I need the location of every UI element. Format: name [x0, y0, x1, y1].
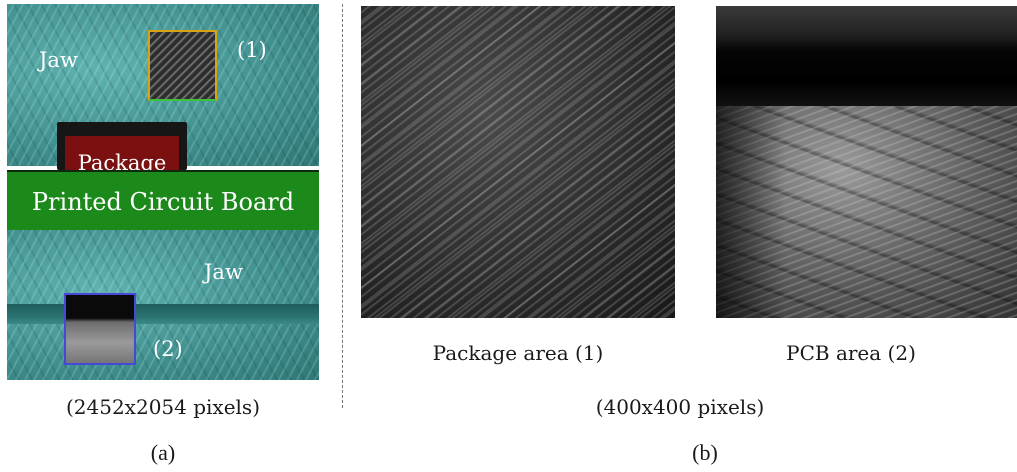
roi-1-box [148, 30, 217, 101]
roi-1-label: (1) [237, 38, 267, 62]
pcb-label: Printed Circuit Board [31, 188, 295, 216]
panel-b-size-caption: (400x400 pixels) [595, 395, 765, 419]
roi-2-box [64, 293, 136, 365]
package-area-image [361, 6, 675, 318]
jaw-top-region: Jaw (1) [7, 4, 319, 166]
jaw-top-label: Jaw [39, 48, 78, 72]
pcb-region: Printed Circuit Board [7, 170, 319, 236]
roi-2-label: (2) [153, 337, 183, 361]
pcb-area-image [716, 6, 1017, 318]
overview-image: Jaw (1) Package Printed Circuit Board Ja… [7, 4, 319, 380]
package-region: Package [65, 136, 179, 175]
pcb-area-dark-band [716, 6, 1017, 106]
package-body: Package [57, 122, 187, 175]
pcb-area-shadow [716, 106, 786, 318]
package-area-caption: Package area (1) [432, 341, 604, 365]
panel-divider [342, 4, 343, 408]
panel-b-label: (b) [692, 440, 718, 465]
panel-a-size-caption: (2452x2054 pixels) [65, 395, 260, 419]
jaw-bottom-band [7, 304, 319, 324]
pcb-area-caption: PCB area (2) [786, 341, 916, 365]
jaw-bottom-label: Jaw [204, 260, 243, 284]
panel-a-label: (a) [150, 440, 176, 465]
